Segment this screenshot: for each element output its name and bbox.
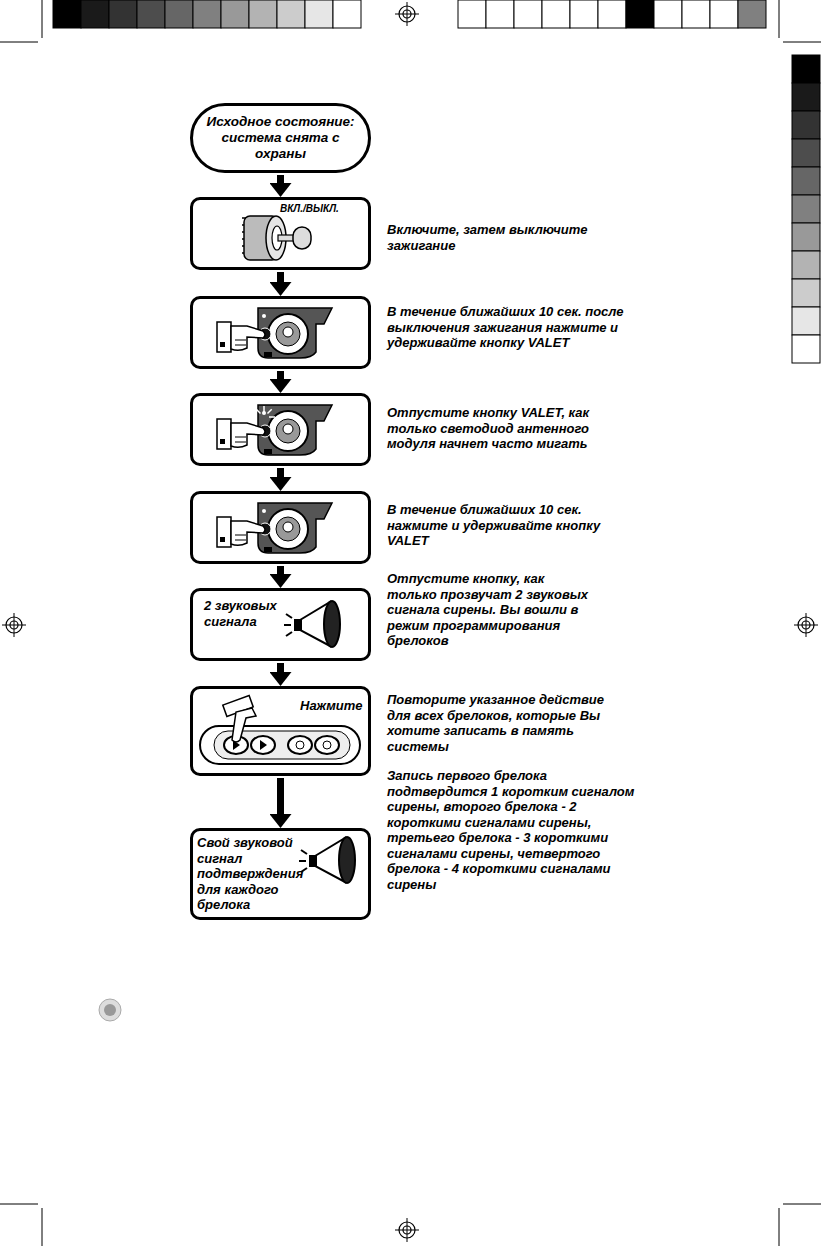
color-patch <box>792 223 820 251</box>
box-label: 2 звуковых сигнала <box>204 598 294 629</box>
color-patch <box>792 251 820 279</box>
siren-icon <box>299 837 355 883</box>
crop-mark <box>783 42 821 43</box>
start-terminal: Исходное состояние: система снята с охра… <box>190 103 371 173</box>
color-patch <box>792 307 820 335</box>
color-patch <box>738 0 766 28</box>
process-box: ВКЛ./ВЫКЛ.Включите, затем выключите зажи… <box>190 197 371 270</box>
color-patch <box>710 0 738 28</box>
process-box: В течение ближайших 10 сек. после выключ… <box>190 296 371 369</box>
flow-arrow <box>277 663 284 672</box>
color-patch <box>81 0 109 28</box>
process-box: Свой звуковой сигнал подтверждения для к… <box>190 828 371 920</box>
flow-arrow <box>277 175 284 183</box>
color-patch <box>682 0 710 28</box>
color-patch <box>165 0 193 28</box>
process-box: В течение ближайших 10 сек. нажмите и уд… <box>190 491 371 564</box>
color-patch <box>514 0 542 28</box>
antenna-module <box>217 308 332 358</box>
color-patch <box>249 0 277 28</box>
color-patch <box>654 0 682 28</box>
step-description: В течение ближайших 10 сек. нажмите и уд… <box>387 502 627 549</box>
color-patch <box>792 167 820 195</box>
flow-arrow <box>277 272 284 282</box>
color-patch <box>221 0 249 28</box>
flow-arrow <box>277 371 284 379</box>
color-patch <box>542 0 570 28</box>
registration-mark <box>395 1218 419 1242</box>
color-patch <box>305 0 333 28</box>
step-description: Запись первого брелока подтвердится 1 ко… <box>387 768 647 892</box>
color-patch <box>193 0 221 28</box>
color-patch <box>792 139 820 167</box>
color-patch <box>109 0 137 28</box>
print-dot <box>99 999 121 1021</box>
antenna-module <box>217 405 332 455</box>
color-patch <box>792 335 820 363</box>
process-box: Отпустите кнопку VALET, как только свето… <box>190 393 371 466</box>
color-patch <box>486 0 514 28</box>
flow-arrow <box>277 468 284 477</box>
illustrations <box>200 216 360 883</box>
box-label: Свой звуковой сигнал подтверждения для к… <box>197 835 315 913</box>
siren-icon <box>284 601 340 647</box>
flow-arrow <box>277 778 284 814</box>
color-patch <box>458 0 486 28</box>
crop-mark <box>779 0 780 38</box>
crop-mark <box>0 42 38 43</box>
color-patch <box>792 195 820 223</box>
flow-arrow <box>277 566 284 574</box>
step-description: Отпустите кнопку, как только прозвучат 2… <box>387 571 597 649</box>
step-description: Отпустите кнопку VALET, как только свето… <box>387 405 627 452</box>
color-patch <box>333 0 361 28</box>
crop-mark <box>779 1208 780 1246</box>
process-box: НажмитеПовторите указанное действие для … <box>190 686 371 776</box>
registration-mark <box>794 613 818 637</box>
registration-mark <box>395 2 419 26</box>
color-patch <box>792 279 820 307</box>
color-patch <box>598 0 626 28</box>
color-patch <box>137 0 165 28</box>
crop-mark <box>783 1204 821 1205</box>
crop-mark <box>42 1208 43 1246</box>
box-label: ВКЛ./ВЫКЛ. <box>280 203 365 215</box>
registration-mark <box>2 613 26 637</box>
color-patch <box>792 83 820 111</box>
color-patch <box>626 0 654 28</box>
antenna-module <box>217 503 332 553</box>
color-patch <box>792 111 820 139</box>
color-patch <box>53 0 81 28</box>
crop-mark <box>42 0 43 38</box>
ignition-switch <box>242 216 311 260</box>
process-box: 2 звуковых сигналаОтпустите кнопку, как … <box>190 588 371 661</box>
box-label: Исходное состояние: система снята с охра… <box>200 114 361 163</box>
step-description: Включите, затем выключите зажигание <box>387 222 627 253</box>
crop-mark <box>0 1204 38 1205</box>
box-label: Нажмите <box>300 698 368 714</box>
color-patch <box>570 0 598 28</box>
step-description: Повторите указанное действие для всех бр… <box>387 692 617 754</box>
step-description: В течение ближайших 10 сек. после выключ… <box>387 304 627 351</box>
color-patch <box>277 0 305 28</box>
color-patch <box>792 55 820 83</box>
